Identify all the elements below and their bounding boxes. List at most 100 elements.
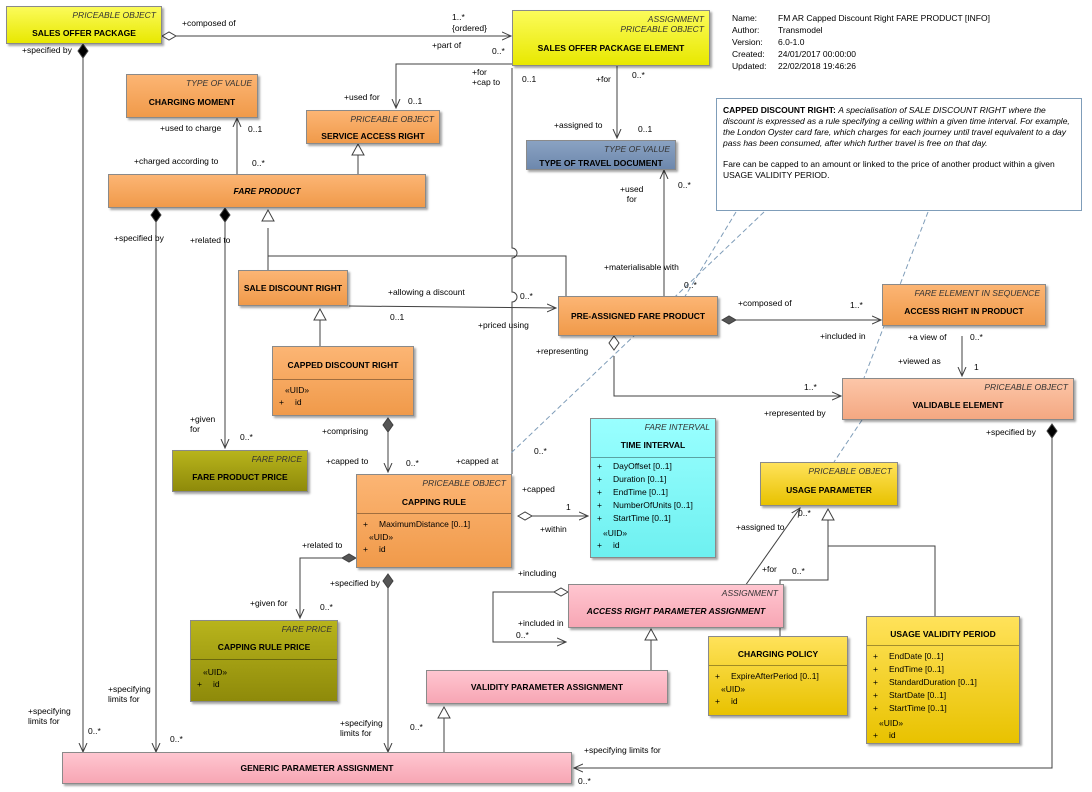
generic-parameter-assignment-box[interactable]: GENERIC PARAMETER ASSIGNMENT — [62, 752, 572, 784]
capped-discount-right-box[interactable]: CAPPED DISCOUNT RIGHT «UID» +id — [272, 346, 414, 416]
note-link — [683, 211, 737, 299]
class-name: SALES OFFER PACKAGE ELEMENT — [537, 43, 685, 53]
attribute-compartment: +EndDate [0..1] +EndTime [0..1] +Standar… — [867, 645, 1019, 742]
meta-key: Author: — [732, 25, 760, 35]
multiplicity-label: 0..* — [520, 291, 533, 301]
visibility-marker: + — [279, 397, 284, 407]
visibility-marker: + — [597, 487, 602, 497]
gen-sdr-fp — [267, 228, 567, 296]
access-right-parameter-assignment-box[interactable]: ASSIGNMENT ACCESS RIGHT PARAMETER ASSIGN… — [568, 584, 784, 628]
multiplicity-label: 0..1 — [522, 74, 537, 84]
multiplicity-label: 0..* — [684, 280, 697, 290]
stereotype: ASSIGNMENT PRICEABLE OBJECT — [620, 14, 704, 34]
gen-uvp-up — [828, 545, 936, 616]
stereotype: FARE PRICE — [281, 624, 332, 634]
note-text-2: Fare can be capped to an amount or linke… — [723, 159, 1055, 180]
role-label: +related to — [302, 540, 343, 550]
assoc-arpa-up — [744, 508, 800, 587]
time-interval-box[interactable]: FARE INTERVAL TIME INTERVAL +DayOffset [… — [590, 418, 716, 558]
attribute-id: id — [613, 540, 620, 550]
multiplicity-label: 1 — [566, 502, 571, 512]
visibility-marker: + — [363, 519, 368, 529]
description-note: CAPPED DISCOUNT RIGHT: A specialisation … — [716, 98, 1082, 211]
uid-stereotype: «UID» — [603, 528, 628, 538]
stereotype: PRICEABLE OBJECT — [984, 382, 1068, 392]
composition-diamond — [77, 43, 89, 59]
attribute: DayOffset [0..1] — [613, 461, 672, 471]
composition-diamond — [340, 553, 358, 563]
attribute-id: id — [213, 679, 220, 689]
note-title: CAPPED DISCOUNT RIGHT: — [723, 105, 836, 115]
uid-stereotype: «UID» — [879, 718, 904, 728]
role-label: +for — [596, 74, 611, 84]
multiplicity-label: 0..* — [678, 180, 691, 190]
usage-parameter-box[interactable]: PRICEABLE OBJECT USAGE PARAMETER — [760, 462, 898, 506]
composition-diamond — [382, 417, 394, 433]
uid-stereotype: «UID» — [721, 684, 746, 694]
multiplicity-label: 0..* — [240, 432, 253, 442]
role-label: +used for — [620, 184, 644, 204]
assoc-cr-crp — [300, 557, 342, 618]
attribute: StartTime [0..1] — [613, 513, 671, 523]
access-right-in-product-box[interactable]: FARE ELEMENT IN SEQUENCE ACCESS RIGHT IN… — [882, 284, 1046, 326]
charging-moment-box[interactable]: TYPE OF VALUE CHARGING MOMENT — [126, 74, 258, 118]
fare-product-box[interactable]: FARE PRODUCT — [108, 174, 426, 208]
multiplicity-label: 0..* — [578, 776, 591, 786]
role-label: +priced using — [478, 320, 529, 330]
gen-triangle — [261, 208, 275, 222]
role-label: +composed of — [182, 18, 236, 28]
stereotype: PRICEABLE OBJECT — [350, 114, 434, 124]
capping-rule-price-box[interactable]: FARE PRICE CAPPING RULE PRICE «UID» +id — [190, 620, 338, 702]
multiplicity-label: 0..* — [798, 508, 811, 518]
class-name: USAGE PARAMETER — [786, 485, 872, 495]
multiplicity-label: 0..* — [792, 566, 805, 576]
role-label: +charged according to — [134, 156, 219, 166]
role-label: +represented by — [764, 408, 826, 418]
attribute-id: id — [889, 730, 896, 740]
role-label: +used for — [344, 92, 380, 102]
capping-rule-box[interactable]: PRICEABLE OBJECT CAPPING RULE +MaximumDi… — [356, 474, 512, 568]
class-name: ACCESS RIGHT IN PRODUCT — [904, 306, 1024, 316]
role-label: +a view of — [908, 332, 947, 342]
attribute: EndDate [0..1] — [889, 651, 944, 661]
role-label: +specified by — [330, 578, 380, 588]
usage-validity-period-box[interactable]: USAGE VALIDITY PERIOD +EndDate [0..1] +E… — [866, 616, 1020, 744]
stereotype: ASSIGNMENT — [721, 588, 778, 598]
sale-discount-right-box[interactable]: SALE DISCOUNT RIGHT — [238, 270, 348, 306]
class-name: ACCESS RIGHT PARAMETER ASSIGNMENT — [586, 606, 766, 616]
fare-product-price-box[interactable]: FARE PRICE FARE PRODUCT PRICE — [172, 450, 308, 492]
multiplicity-label: 1..* — [804, 382, 817, 392]
class-name: TYPE OF TRAVEL DOCUMENT — [539, 158, 663, 168]
sales-offer-package-box[interactable]: PRICEABLE OBJECT SALES OFFER PACKAGE — [6, 6, 162, 44]
validable-element-box[interactable]: PRICEABLE OBJECT VALIDABLE ELEMENT — [842, 378, 1074, 420]
class-name: USAGE VALIDITY PERIOD — [890, 629, 996, 639]
stereotype: PRICEABLE OBJECT — [422, 478, 506, 488]
assoc-ve-gpa — [574, 438, 1053, 768]
stereotype: FARE INTERVAL — [644, 422, 710, 432]
pre-assigned-fare-product-box[interactable]: PRE-ASSIGNED FARE PRODUCT — [558, 296, 718, 336]
service-access-right-box[interactable]: PRICEABLE OBJECT SERVICE ACCESS RIGHT — [306, 110, 440, 144]
visibility-marker: + — [597, 500, 602, 510]
role-label: +specified by — [22, 45, 72, 55]
multiplicity-label: 0..* — [632, 70, 645, 80]
role-label: +materialisable with — [604, 262, 679, 272]
gen-triangle — [313, 307, 327, 321]
class-name: CHARGING MOMENT — [148, 97, 236, 107]
attribute-compartment: +DayOffset [0..1] +Duration [0..1] +EndT… — [591, 457, 715, 552]
class-name: CAPPING RULE PRICE — [217, 642, 311, 652]
type-of-travel-document-box[interactable]: TYPE OF VALUE TYPE OF TRAVEL DOCUMENT — [526, 140, 676, 170]
role-label: +for +cap to — [472, 67, 501, 87]
role-label: +related to — [190, 235, 231, 245]
attribute-compartment: +MaximumDistance [0..1] «UID» +id — [357, 513, 511, 556]
role-label: +allowing a discount — [388, 287, 465, 297]
stereotype: TYPE OF VALUE — [604, 144, 670, 154]
validity-parameter-assignment-box[interactable]: VALIDITY PARAMETER ASSIGNMENT — [426, 670, 668, 704]
role-label: +composed of — [738, 298, 792, 308]
charging-policy-box[interactable]: CHARGING POLICY +ExpireAfterPeriod [0..1… — [708, 636, 848, 716]
class-name: SALES OFFER PACKAGE — [32, 28, 136, 38]
assoc-sdr-pafp — [348, 306, 556, 308]
role-label: +specifying limits for — [584, 745, 661, 755]
attribute-compartment: «UID» +id — [273, 379, 413, 409]
sales-offer-package-element-box[interactable]: ASSIGNMENT PRICEABLE OBJECT SALES OFFER … — [512, 10, 710, 66]
